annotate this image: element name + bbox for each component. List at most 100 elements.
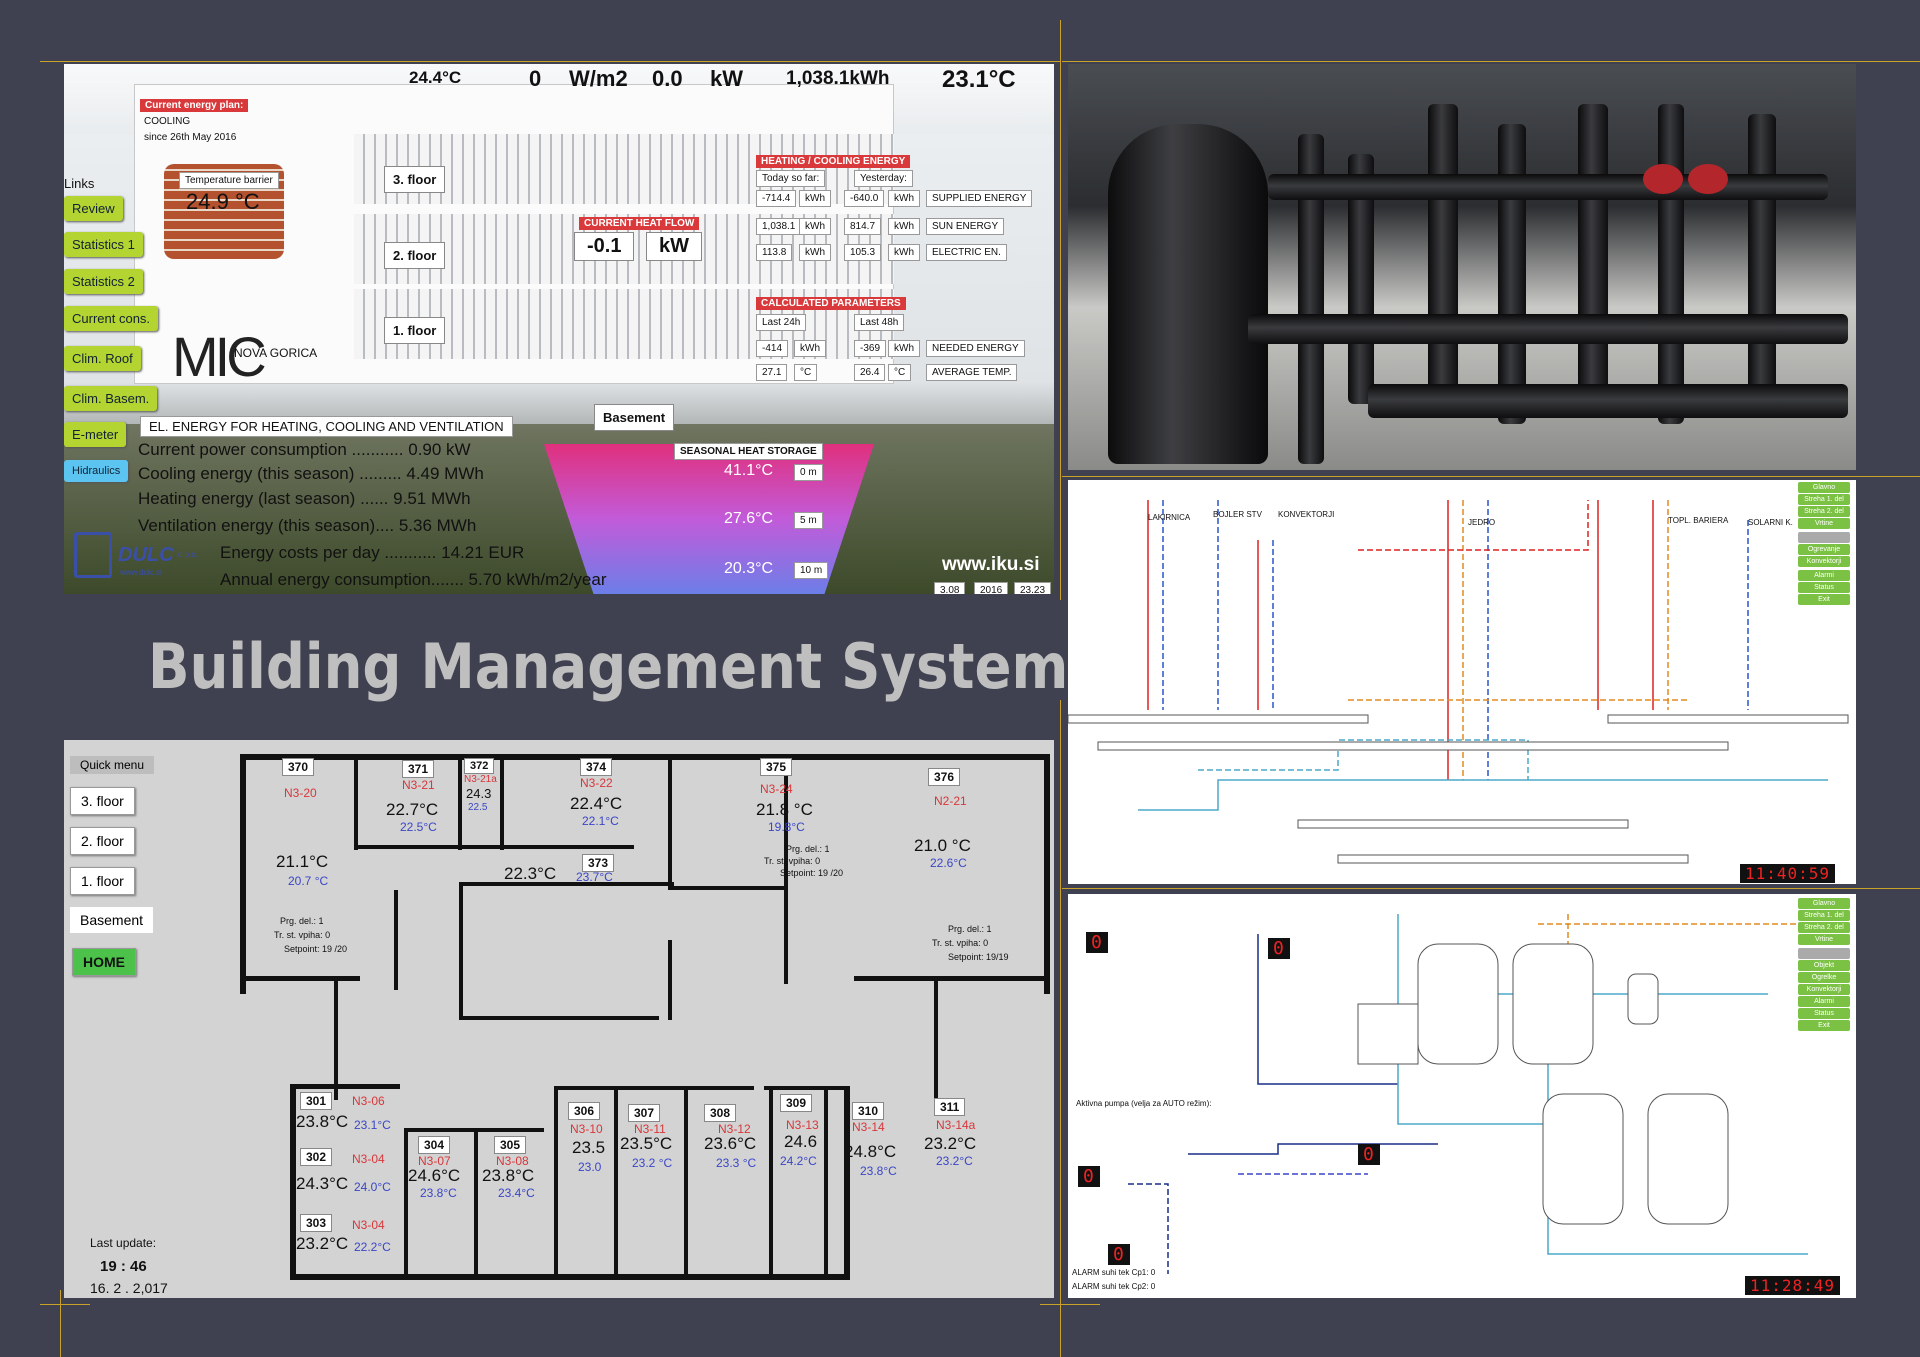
basement-button[interactable]: Basement — [594, 404, 675, 431]
link-clim-basem[interactable]: Clim. Basem. — [64, 386, 158, 411]
sch2-pump-label: Aktivna pumpa (velja za AUTO režim): — [1076, 1099, 1212, 1108]
sch2-nav-4[interactable] — [1798, 948, 1850, 959]
cooling-schematic: 0 0 0 0 0 Aktivna pumpa (velja za AUTO r… — [1068, 894, 1856, 1298]
sch1-label-5: SOLARNI K. — [1748, 518, 1793, 527]
sch2-nav-5[interactable]: Objekt — [1798, 960, 1850, 971]
hc-yest-1: 814.7 — [844, 218, 882, 235]
room-376-sp: Setpoint: 19/19 — [948, 952, 1009, 962]
sch1-nav-8[interactable]: Status — [1798, 582, 1850, 593]
room-370-tr: Tr. st. vpiha: 0 — [274, 930, 331, 940]
floor-1-button[interactable]: 1. floor — [384, 317, 446, 344]
sch1-nav-6[interactable]: Konvektorji — [1798, 556, 1850, 567]
room-303-number[interactable]: 303 — [300, 1214, 333, 1232]
menu-2-floor[interactable]: 2. floor — [70, 827, 135, 855]
link-clim-roof[interactable]: Clim. Roof — [64, 346, 141, 371]
storage-title: SEASONAL HEAT STORAGE — [674, 443, 823, 460]
room-374-number[interactable]: 374 — [580, 758, 613, 776]
hc-today-2: 113.8 — [756, 244, 793, 261]
sch1-label-4: TOPL. BARIERA — [1668, 516, 1729, 525]
link-statistics-2[interactable]: Statistics 2 — [64, 269, 143, 294]
date: 3.08 — [934, 582, 966, 594]
sch1-nav-9[interactable]: Exit — [1798, 594, 1850, 605]
sch1-nav-3[interactable]: Vrtine — [1798, 518, 1850, 529]
room-376-number[interactable]: 376 — [928, 768, 961, 786]
sch2-nav-1[interactable]: Streha 1. del — [1798, 910, 1850, 921]
room-375-number[interactable]: 375 — [760, 758, 793, 776]
sch1-label-2: KONVEKTORJI — [1278, 510, 1335, 519]
room-308-number[interactable]: 308 — [704, 1104, 737, 1122]
room-370-temp: 21.1°C — [276, 852, 329, 871]
link-hidraulics[interactable]: Hidraulics — [64, 460, 129, 482]
room-374-zone: N3-22 — [580, 776, 613, 790]
sch1-nav-2[interactable]: Streha 2. del — [1798, 506, 1850, 517]
energy-total: 1,038.1kWh — [786, 68, 890, 89]
room-304-number[interactable]: 304 — [418, 1136, 451, 1154]
last-update-time: 19 : 46 — [100, 1258, 147, 1275]
home-button[interactable]: HOME — [72, 948, 136, 976]
sch1-nav-4[interactable] — [1798, 532, 1850, 543]
calc-b-1: 26.4 — [854, 364, 886, 381]
room-309-number[interactable]: 309 — [780, 1094, 813, 1112]
link-review[interactable]: Review — [64, 196, 123, 221]
menu-1-floor[interactable]: 1. floor — [70, 867, 135, 895]
menu-3-floor[interactable]: 3. floor — [70, 787, 135, 815]
room-311-number[interactable]: 311 — [934, 1098, 966, 1116]
storage-tank — [1108, 124, 1268, 464]
hc-yest-0: -640.0 — [844, 190, 885, 207]
site-url[interactable]: www.iku.si — [942, 554, 1040, 575]
dulc-url[interactable]: www.dulc.si — [120, 568, 162, 577]
room-373-number[interactable]: 373 — [582, 854, 615, 872]
room-371-number[interactable]: 371 — [402, 760, 435, 778]
room-304-zone: N3-07 — [418, 1154, 451, 1168]
sch2-nav-0[interactable]: Glavno — [1798, 898, 1850, 909]
room-304-setpoint: 23.8°C — [420, 1186, 457, 1200]
stat-label-3: Ventilation energy (this season) — [138, 516, 376, 535]
outdoor-temp: 24.4°C — [409, 68, 462, 87]
menu-basement[interactable]: Basement — [70, 907, 154, 933]
sch2-clock: 11:28:49 — [1745, 1276, 1841, 1295]
sch2-nav-9[interactable]: Status — [1798, 1008, 1850, 1019]
sch1-nav-0[interactable]: Glavno — [1798, 482, 1850, 493]
room-375-sp: Setpoint: 19 /20 — [780, 868, 844, 878]
sch2-nav-8[interactable]: Alarmi — [1798, 996, 1850, 1007]
room-306-setpoint: 23.0 — [578, 1160, 602, 1174]
sch2-nav-3[interactable]: Vrtine — [1798, 934, 1850, 945]
room-302-zone: N3-04 — [352, 1152, 385, 1166]
link-e-meter[interactable]: E-meter — [64, 422, 127, 447]
sch1-nav-1[interactable]: Streha 1. del — [1798, 494, 1850, 505]
room-306-number[interactable]: 306 — [568, 1102, 601, 1120]
sch1-nav-5[interactable]: Ogrevanje — [1798, 544, 1850, 555]
room-305-zone: N3-08 — [496, 1154, 529, 1168]
hc-label-2: ELECTRIC EN. — [926, 244, 1007, 261]
dulc-doo: d.o.o. — [178, 550, 199, 559]
room-372-zone: N3-21a — [464, 774, 497, 785]
room-301-number[interactable]: 301 — [300, 1092, 333, 1110]
sch2-nav-6[interactable]: Ogrelke — [1798, 972, 1850, 983]
room-305-number[interactable]: 305 — [494, 1136, 527, 1154]
link-statistics-1[interactable]: Statistics 1 — [64, 232, 143, 257]
sch2-nav-10[interactable]: Exit — [1798, 1020, 1850, 1031]
room-305-temp: 23.8°C — [482, 1166, 535, 1185]
hc-yest-unit-0: kWh — [888, 190, 920, 207]
sch2-nav-2[interactable]: Streha 2. del — [1798, 922, 1850, 933]
stat-value-3: 5.36 MWh — [398, 516, 477, 535]
heat-flow-value: -0.1 — [574, 232, 635, 261]
sch2-nav-7[interactable]: Konvektorji — [1798, 984, 1850, 995]
room-375-prg: Prg. del.: 1 — [786, 844, 830, 854]
room-310-number[interactable]: 310 — [852, 1102, 885, 1120]
floor-2-button[interactable]: 2. floor — [384, 242, 446, 269]
yesterday-label: Yesterday: — [854, 170, 913, 187]
link-current-cons[interactable]: Current cons. — [64, 306, 159, 331]
room-302-number[interactable]: 302 — [300, 1148, 333, 1166]
hc-today-unit-0: kWh — [799, 190, 831, 207]
floor-3-button[interactable]: 3. floor — [384, 166, 446, 193]
room-304-temp: 24.6°C — [408, 1166, 461, 1185]
plan-label: Current energy plan: — [140, 99, 249, 112]
room-311-setpoint: 23.2°C — [936, 1154, 973, 1168]
last24-label: Last 24h — [756, 314, 807, 331]
room-372-number[interactable]: 372 — [464, 758, 495, 774]
room-370-setpoint: 20.7 °C — [288, 874, 329, 888]
room-307-number[interactable]: 307 — [628, 1104, 661, 1122]
sch1-nav-7[interactable]: Alarmi — [1798, 570, 1850, 581]
room-370-number[interactable]: 370 — [282, 758, 315, 776]
